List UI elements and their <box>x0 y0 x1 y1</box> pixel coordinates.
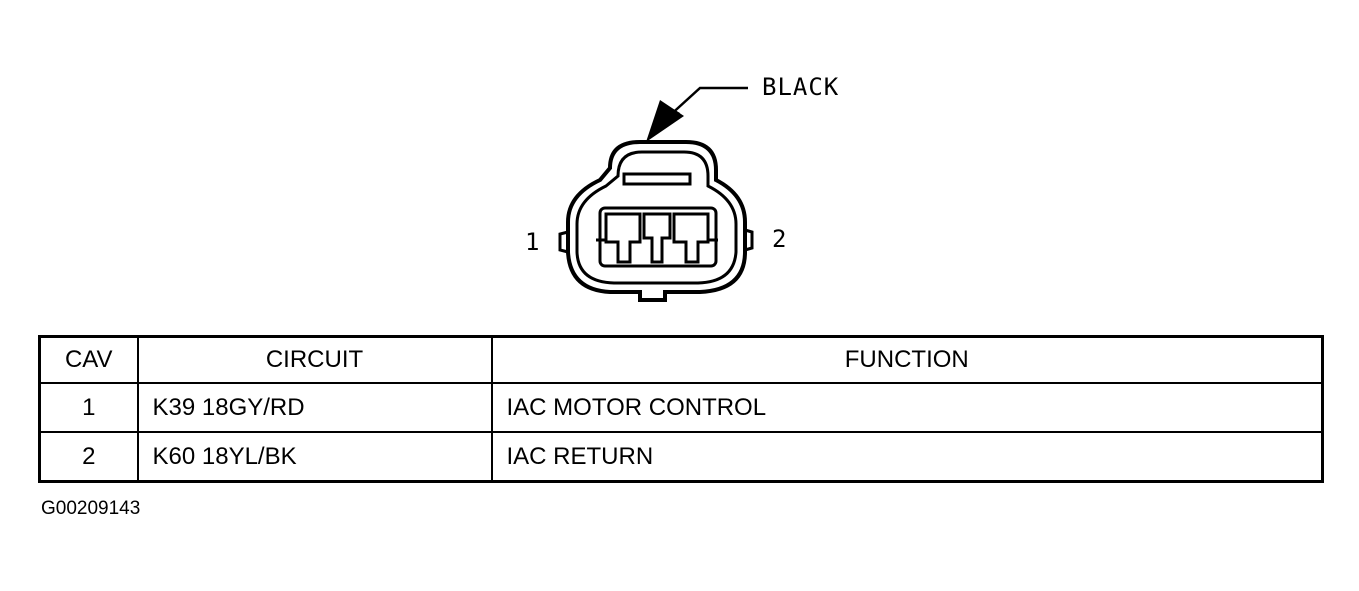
table-row: 1 K39 18GY/RD IAC MOTOR CONTROL <box>38 382 1324 433</box>
cell-function: IAC MOTOR CONTROL <box>490 382 1324 433</box>
pinout-table: CAV CIRCUIT FUNCTION 1 K39 18GY/RD IAC M… <box>38 335 1324 483</box>
header-function: FUNCTION <box>490 335 1324 384</box>
cell-circuit: K60 18YL/BK <box>136 431 493 483</box>
header-circuit: CIRCUIT <box>136 335 493 384</box>
pin-1-label: 1 <box>525 228 540 256</box>
cell-cav: 1 <box>38 382 139 433</box>
connector-color-label: BLACK <box>762 73 840 101</box>
cell-circuit: K39 18GY/RD <box>136 382 493 433</box>
color-leader-arrow <box>646 86 748 142</box>
table-row: 2 K60 18YL/BK IAC RETURN <box>38 431 1324 483</box>
connector-housing <box>558 140 754 302</box>
pin-2-label: 2 <box>772 225 787 253</box>
table-header-row: CAV CIRCUIT FUNCTION <box>38 335 1324 384</box>
cell-function: IAC RETURN <box>490 431 1324 483</box>
header-cav: CAV <box>38 335 139 384</box>
figure-id: G00209143 <box>41 498 141 519</box>
cell-cav: 2 <box>38 431 139 483</box>
